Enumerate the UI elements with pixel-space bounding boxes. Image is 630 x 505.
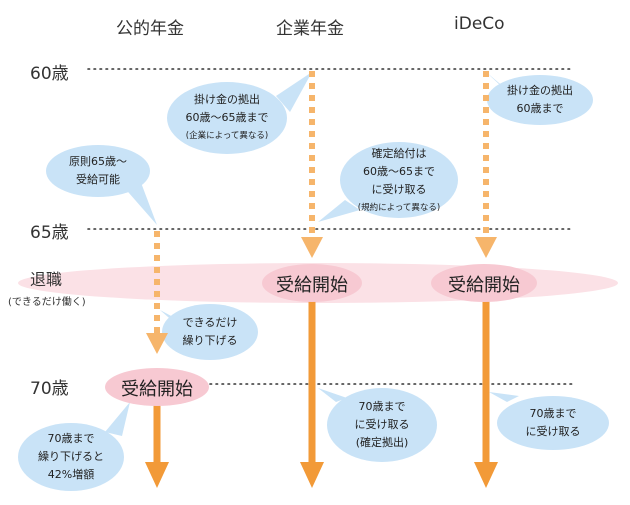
badge-ideco-receive-start: 受給開始 [448, 275, 520, 296]
bubble-text-public-defer: できるだけ 繰り下げる [182, 316, 238, 347]
arrow-ideco-contrib-head [475, 237, 497, 258]
badge-public-receive-start: 受給開始 [121, 379, 193, 400]
badge-public-start-bg [105, 368, 209, 406]
badge-ideco-start-bg [431, 264, 537, 302]
arrow-ideco-receive-head [474, 462, 498, 488]
bubble-tail-public-65 [122, 180, 157, 225]
retirement-sublabel: (できるだけ働く) [8, 297, 86, 308]
bubble-text-ideco-70: 70歳まで に受け取る [525, 407, 581, 438]
bubble-ideco-60 [487, 75, 593, 125]
arrow-corp-receive-head [300, 462, 324, 488]
bubble-tail-corp-70 [318, 388, 347, 402]
column-title-corporate-pension: 企業年金 [276, 19, 344, 39]
bubble-text-public-70: 70歳まで 繰り下げると 42%増額 [38, 432, 104, 481]
bubble-public-70 [18, 423, 124, 491]
bubble-text-corp-70: 70歳まで に受け取る (確定拠出) [354, 400, 410, 449]
bubble-text-public-65: 原則65歳〜 受給可能 [69, 155, 127, 186]
column-title-ideco: iDeCo [454, 14, 505, 34]
retirement-label: 退職 [30, 270, 63, 289]
bubble-ideco-70 [497, 396, 609, 450]
arrow-public-defer-head [146, 333, 168, 354]
column-title-public-pension: 公的年金 [116, 19, 184, 39]
bubble-tail-ideco-70 [489, 392, 519, 402]
arrow-corp-contrib-head [301, 237, 323, 258]
bubble-tail-corp-65 [318, 200, 360, 222]
bubble-corp-70 [327, 388, 437, 462]
bubble-corp-65 [340, 142, 458, 218]
age-label-65: 65歳 [30, 223, 69, 243]
arrow-public-receive-head [145, 462, 169, 488]
age-label-70: 70歳 [30, 379, 69, 399]
bubble-text-ideco-60: 掛け金の拠出 60歳まで [507, 84, 573, 115]
bubble-text-corp-65: 確定給付は 60歳〜65まで に受け取る (規約によって異なる) [357, 147, 441, 213]
bubble-public-65 [46, 145, 150, 197]
bubble-tail-public-70 [105, 402, 130, 436]
bubble-public-defer [162, 304, 258, 360]
bubble-text-corp-60: 掛け金の拠出 60歳〜65歳まで (企業によって異なる) [185, 93, 269, 141]
age-label-60: 60歳 [30, 64, 69, 84]
badge-corp-receive-start: 受給開始 [276, 275, 348, 296]
bubble-corp-60 [167, 82, 287, 154]
bubble-tail-corp-60 [276, 72, 312, 112]
badge-corp-start-bg [262, 264, 362, 302]
